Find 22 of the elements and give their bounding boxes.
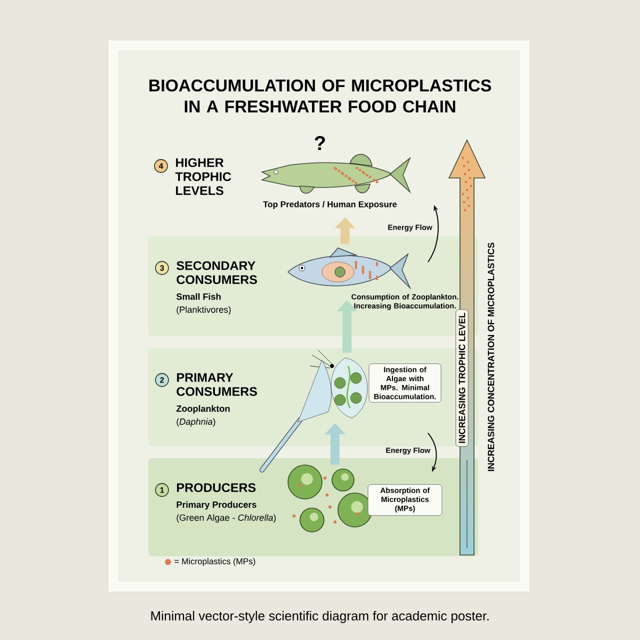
scale-label: INCREASING CONCENTRATION OF MICROPLASTICS bbox=[488, 242, 494, 472]
question-mark: ? bbox=[314, 136, 325, 150]
level-subtitle: Small Fish bbox=[176, 293, 221, 300]
level-heading: HIGHER TROPHIC LEVELS bbox=[175, 158, 232, 196]
number-badge: 4 bbox=[154, 159, 168, 173]
level-subtitle: (Green Algae - Chlorella) bbox=[176, 514, 276, 523]
level-subtitle: (Daphnia) bbox=[176, 418, 216, 427]
level-subtitle: Zooplankton bbox=[176, 405, 230, 414]
algae-drawing bbox=[288, 464, 372, 532]
number-badge: 3 bbox=[155, 261, 169, 275]
caption: Minimal vector-style scientific diagram for academic poster. bbox=[151, 610, 489, 624]
number-badge: 2 bbox=[155, 373, 169, 387]
level-subtitle: Primary Producers bbox=[176, 501, 256, 510]
level-heading: PRODUCERS bbox=[177, 483, 256, 492]
level-heading: PRIMARY CONSUMERS bbox=[176, 373, 257, 396]
scale-label-box: INCREASING TROPHIC LEVEL bbox=[456, 309, 468, 447]
level-subtitle: (Planktivores) bbox=[176, 306, 231, 315]
legend-text: = Microplastics (MPs) bbox=[174, 558, 256, 566]
title: BIOACCUMULATION OF MICROPLASTICS IN A FRESHWATER FOOD CHAIN bbox=[149, 79, 492, 113]
number-badge: 1 bbox=[155, 483, 169, 497]
level-heading: SECONDARY CONSUMERS bbox=[176, 261, 257, 284]
caption-text: Top Predators / Human Exposure bbox=[263, 201, 397, 209]
